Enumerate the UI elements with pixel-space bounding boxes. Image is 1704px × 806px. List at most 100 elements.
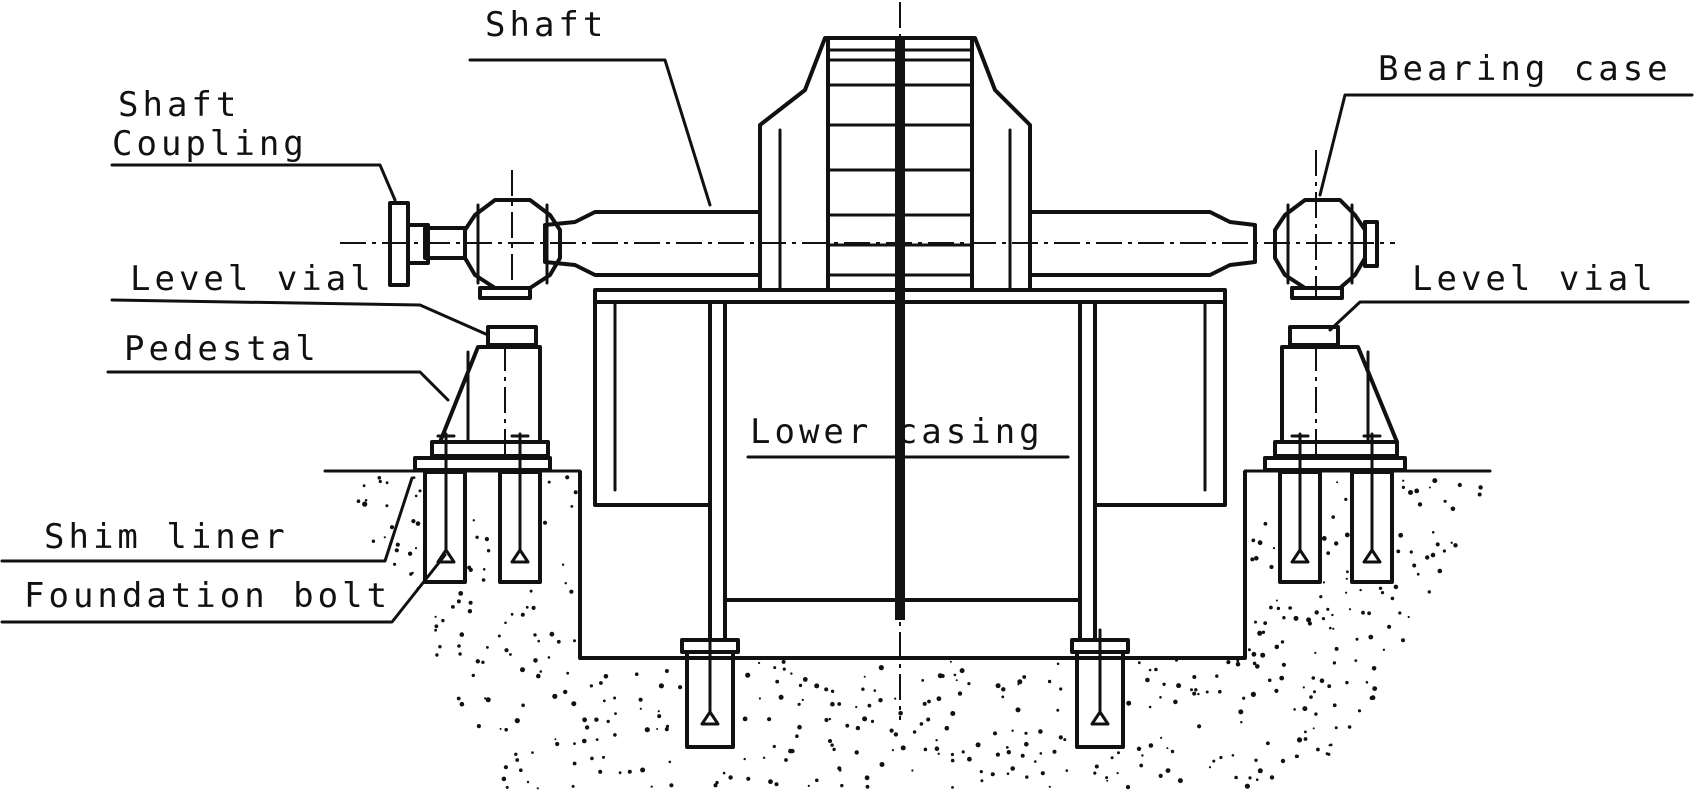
concrete-dot <box>937 752 940 755</box>
concrete-dot <box>378 479 382 484</box>
concrete-dot <box>501 776 507 782</box>
concrete-dot <box>458 652 462 656</box>
concrete-dot <box>556 639 561 644</box>
concrete-dot <box>640 767 646 773</box>
concrete-dot <box>845 723 850 728</box>
casing-bolt-left <box>680 628 740 749</box>
label-shaft: Shaft <box>485 5 607 45</box>
coupling-hub <box>406 223 430 265</box>
concrete-dot <box>879 762 885 767</box>
concrete-dot <box>1282 616 1286 620</box>
impeller-hub-plate <box>895 38 905 620</box>
concrete-dot <box>486 549 491 553</box>
concrete-dot <box>1005 746 1009 749</box>
concrete-dot <box>385 481 389 485</box>
concrete-dot <box>1313 690 1316 694</box>
concrete-dot <box>772 744 776 749</box>
concrete-dot <box>1319 595 1323 599</box>
concrete-dot <box>1125 785 1131 790</box>
concrete-dot <box>1015 707 1021 713</box>
concrete-dot <box>893 732 899 737</box>
concrete-dot <box>715 780 719 785</box>
concrete-dot <box>520 667 525 673</box>
concrete-dot <box>584 725 590 730</box>
concrete-dot <box>1275 599 1278 602</box>
leader-level-vial-left <box>110 298 490 337</box>
concrete-dot <box>814 683 820 689</box>
concrete-dot <box>434 628 437 632</box>
concrete-dot <box>1398 532 1404 538</box>
concrete-dot <box>1166 747 1169 750</box>
concrete-dot <box>1314 610 1319 615</box>
concrete-dot <box>774 782 779 787</box>
concrete-dot <box>571 701 577 707</box>
concrete-dot <box>1170 749 1175 754</box>
concrete-dot <box>798 683 803 688</box>
concrete-dot <box>531 751 534 754</box>
concrete-dot <box>1314 712 1318 716</box>
concrete-dot <box>1022 675 1027 679</box>
concrete-dot <box>824 717 829 723</box>
concrete-dot <box>1269 605 1273 610</box>
concrete-dot <box>563 689 568 695</box>
concrete-dot <box>1302 706 1308 712</box>
concrete-dot <box>1345 591 1348 594</box>
concrete-dot <box>935 739 938 742</box>
concrete-dot <box>1006 750 1011 755</box>
concrete-dot <box>926 717 931 722</box>
concrete-dot <box>1332 661 1337 665</box>
concrete-dot <box>537 639 540 643</box>
concrete-dot <box>467 609 473 614</box>
concrete-dot <box>867 703 872 708</box>
concrete-dot <box>475 659 480 664</box>
concrete-dot <box>807 784 810 788</box>
concrete-dot <box>435 653 439 657</box>
concrete-dot <box>855 725 861 731</box>
concrete-dot <box>599 681 603 685</box>
concrete-dot <box>1306 617 1312 623</box>
concrete-dot <box>898 710 903 716</box>
concrete-dot <box>1006 772 1010 775</box>
concrete-dot <box>944 725 950 731</box>
concrete-dot <box>664 727 669 732</box>
concrete-dot <box>1408 490 1413 495</box>
concrete-dot <box>1255 664 1260 669</box>
concrete-dot <box>1063 738 1067 742</box>
concrete-dot <box>1274 644 1280 650</box>
fan-upper-housing <box>758 36 1032 620</box>
concrete-dot <box>728 775 733 780</box>
concrete-dot <box>967 756 972 762</box>
concrete-dot <box>1269 564 1274 570</box>
concrete-dot <box>1428 486 1431 489</box>
concrete-dot <box>1177 778 1183 784</box>
concrete-dot <box>566 671 570 675</box>
concrete-dot <box>1257 630 1263 636</box>
concrete-dot <box>855 705 858 709</box>
concrete-dot <box>409 572 413 576</box>
concrete-dot <box>1173 699 1178 705</box>
concrete-dot <box>1257 768 1263 774</box>
concrete-dot <box>481 578 486 582</box>
concrete-dot <box>1175 658 1178 662</box>
concrete-dot <box>1312 727 1315 730</box>
concrete-dot <box>1344 497 1348 501</box>
concrete-dot <box>533 633 537 637</box>
concrete-dot <box>634 672 639 676</box>
concrete-dot <box>536 787 539 790</box>
level-vial-block-left <box>486 325 538 347</box>
concrete-dot <box>589 684 594 688</box>
concrete-dot <box>364 499 368 502</box>
concrete-dot <box>779 695 783 698</box>
concrete-dot <box>1126 700 1132 706</box>
concrete-dot <box>1001 695 1005 699</box>
shim-liner-right <box>1263 456 1407 472</box>
label-foundation-bolt: Foundation bolt <box>24 576 391 616</box>
concrete-dot <box>521 703 525 708</box>
concrete-dot <box>1059 687 1063 691</box>
concrete-dot <box>828 739 832 743</box>
concrete-dot <box>1058 735 1063 740</box>
concrete-dot <box>656 728 659 730</box>
concrete-dot <box>1235 661 1241 667</box>
concrete-dot <box>1263 521 1268 526</box>
concrete-dot <box>1034 760 1037 763</box>
